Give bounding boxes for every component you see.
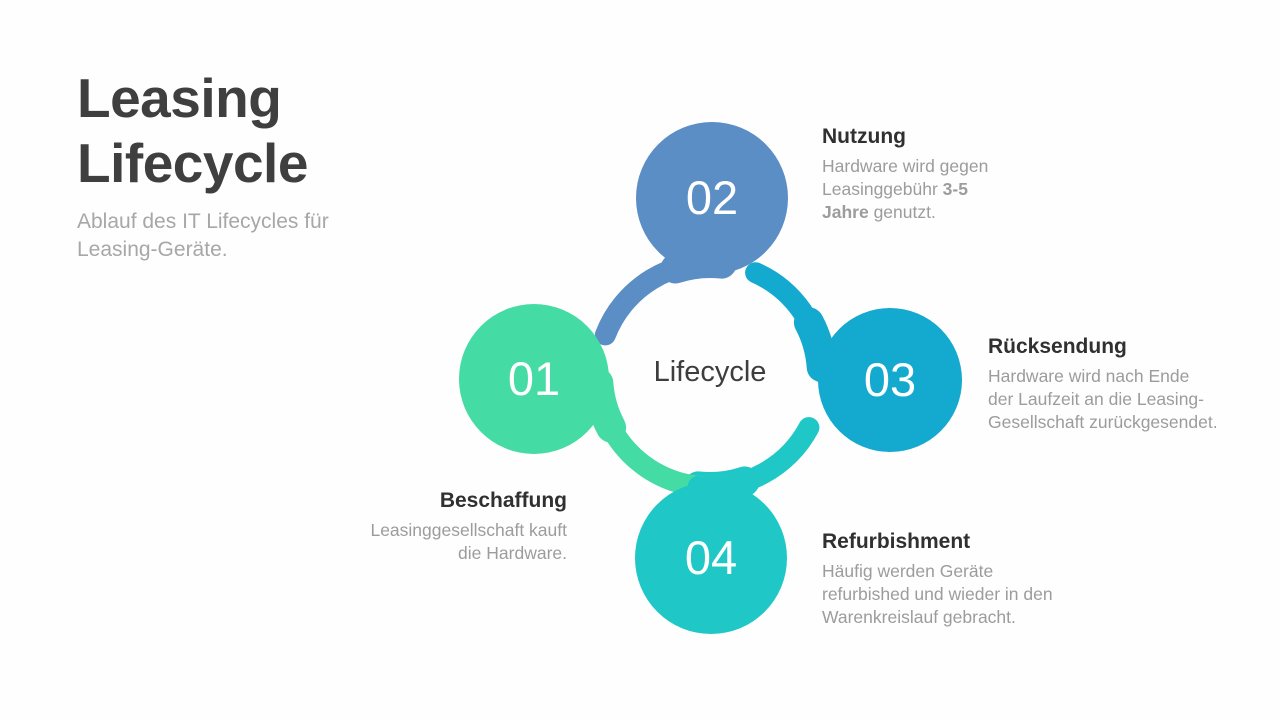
step-02-description: Hardware wird gegen Leasinggebühr 3-5 Ja…	[822, 156, 989, 222]
step-01-text-block: Beschaffung Leasinggesellschaft kauft di…	[327, 488, 567, 565]
step-03-arc	[745, 262, 833, 378]
step-03-description: Hardware wird nach Ende der Laufzeit an …	[988, 366, 1218, 432]
page-subtitle: Ablauf des IT Lifecycles für Leasing-Ger…	[77, 210, 329, 261]
step-02-circle	[636, 122, 788, 274]
step-04-description: Häufig werden Geräte refurbished und wie…	[822, 561, 1053, 627]
step-02-label: Nutzung	[822, 125, 906, 148]
step-04-circle	[635, 482, 787, 634]
page-title-line-1: Leasing	[77, 67, 282, 129]
step-03-number: 03	[864, 353, 916, 406]
page-title-line-2: Lifecycle	[77, 132, 308, 194]
diagram-center-label: Lifecycle	[653, 356, 767, 388]
step-04-text-block: Refurbishment Häufig werden Geräte refur…	[822, 529, 1092, 629]
step-02-text-block: Nutzung Hardware wird gegen Leasinggebüh…	[822, 124, 1052, 224]
step-01-number: 01	[508, 352, 560, 405]
step-01-arc	[587, 372, 737, 498]
step-02-number: 02	[686, 171, 738, 224]
step-03-label: Rücksendung	[988, 335, 1127, 358]
step-04-label: Refurbishment	[822, 530, 971, 553]
step-01-description: Leasinggesellschaft kauft die Hardware.	[370, 520, 567, 563]
title-block: Leasing Lifecycle Ablauf des IT Lifecycl…	[77, 66, 417, 264]
step-04-number: 04	[685, 531, 737, 584]
step-01-circle	[459, 304, 609, 454]
step-01-label: Beschaffung	[439, 489, 567, 512]
step-03-text-block: Rücksendung Hardware wird nach Ende der …	[988, 334, 1248, 434]
step-04-arc	[687, 417, 820, 498]
step-03-circle	[818, 308, 962, 452]
